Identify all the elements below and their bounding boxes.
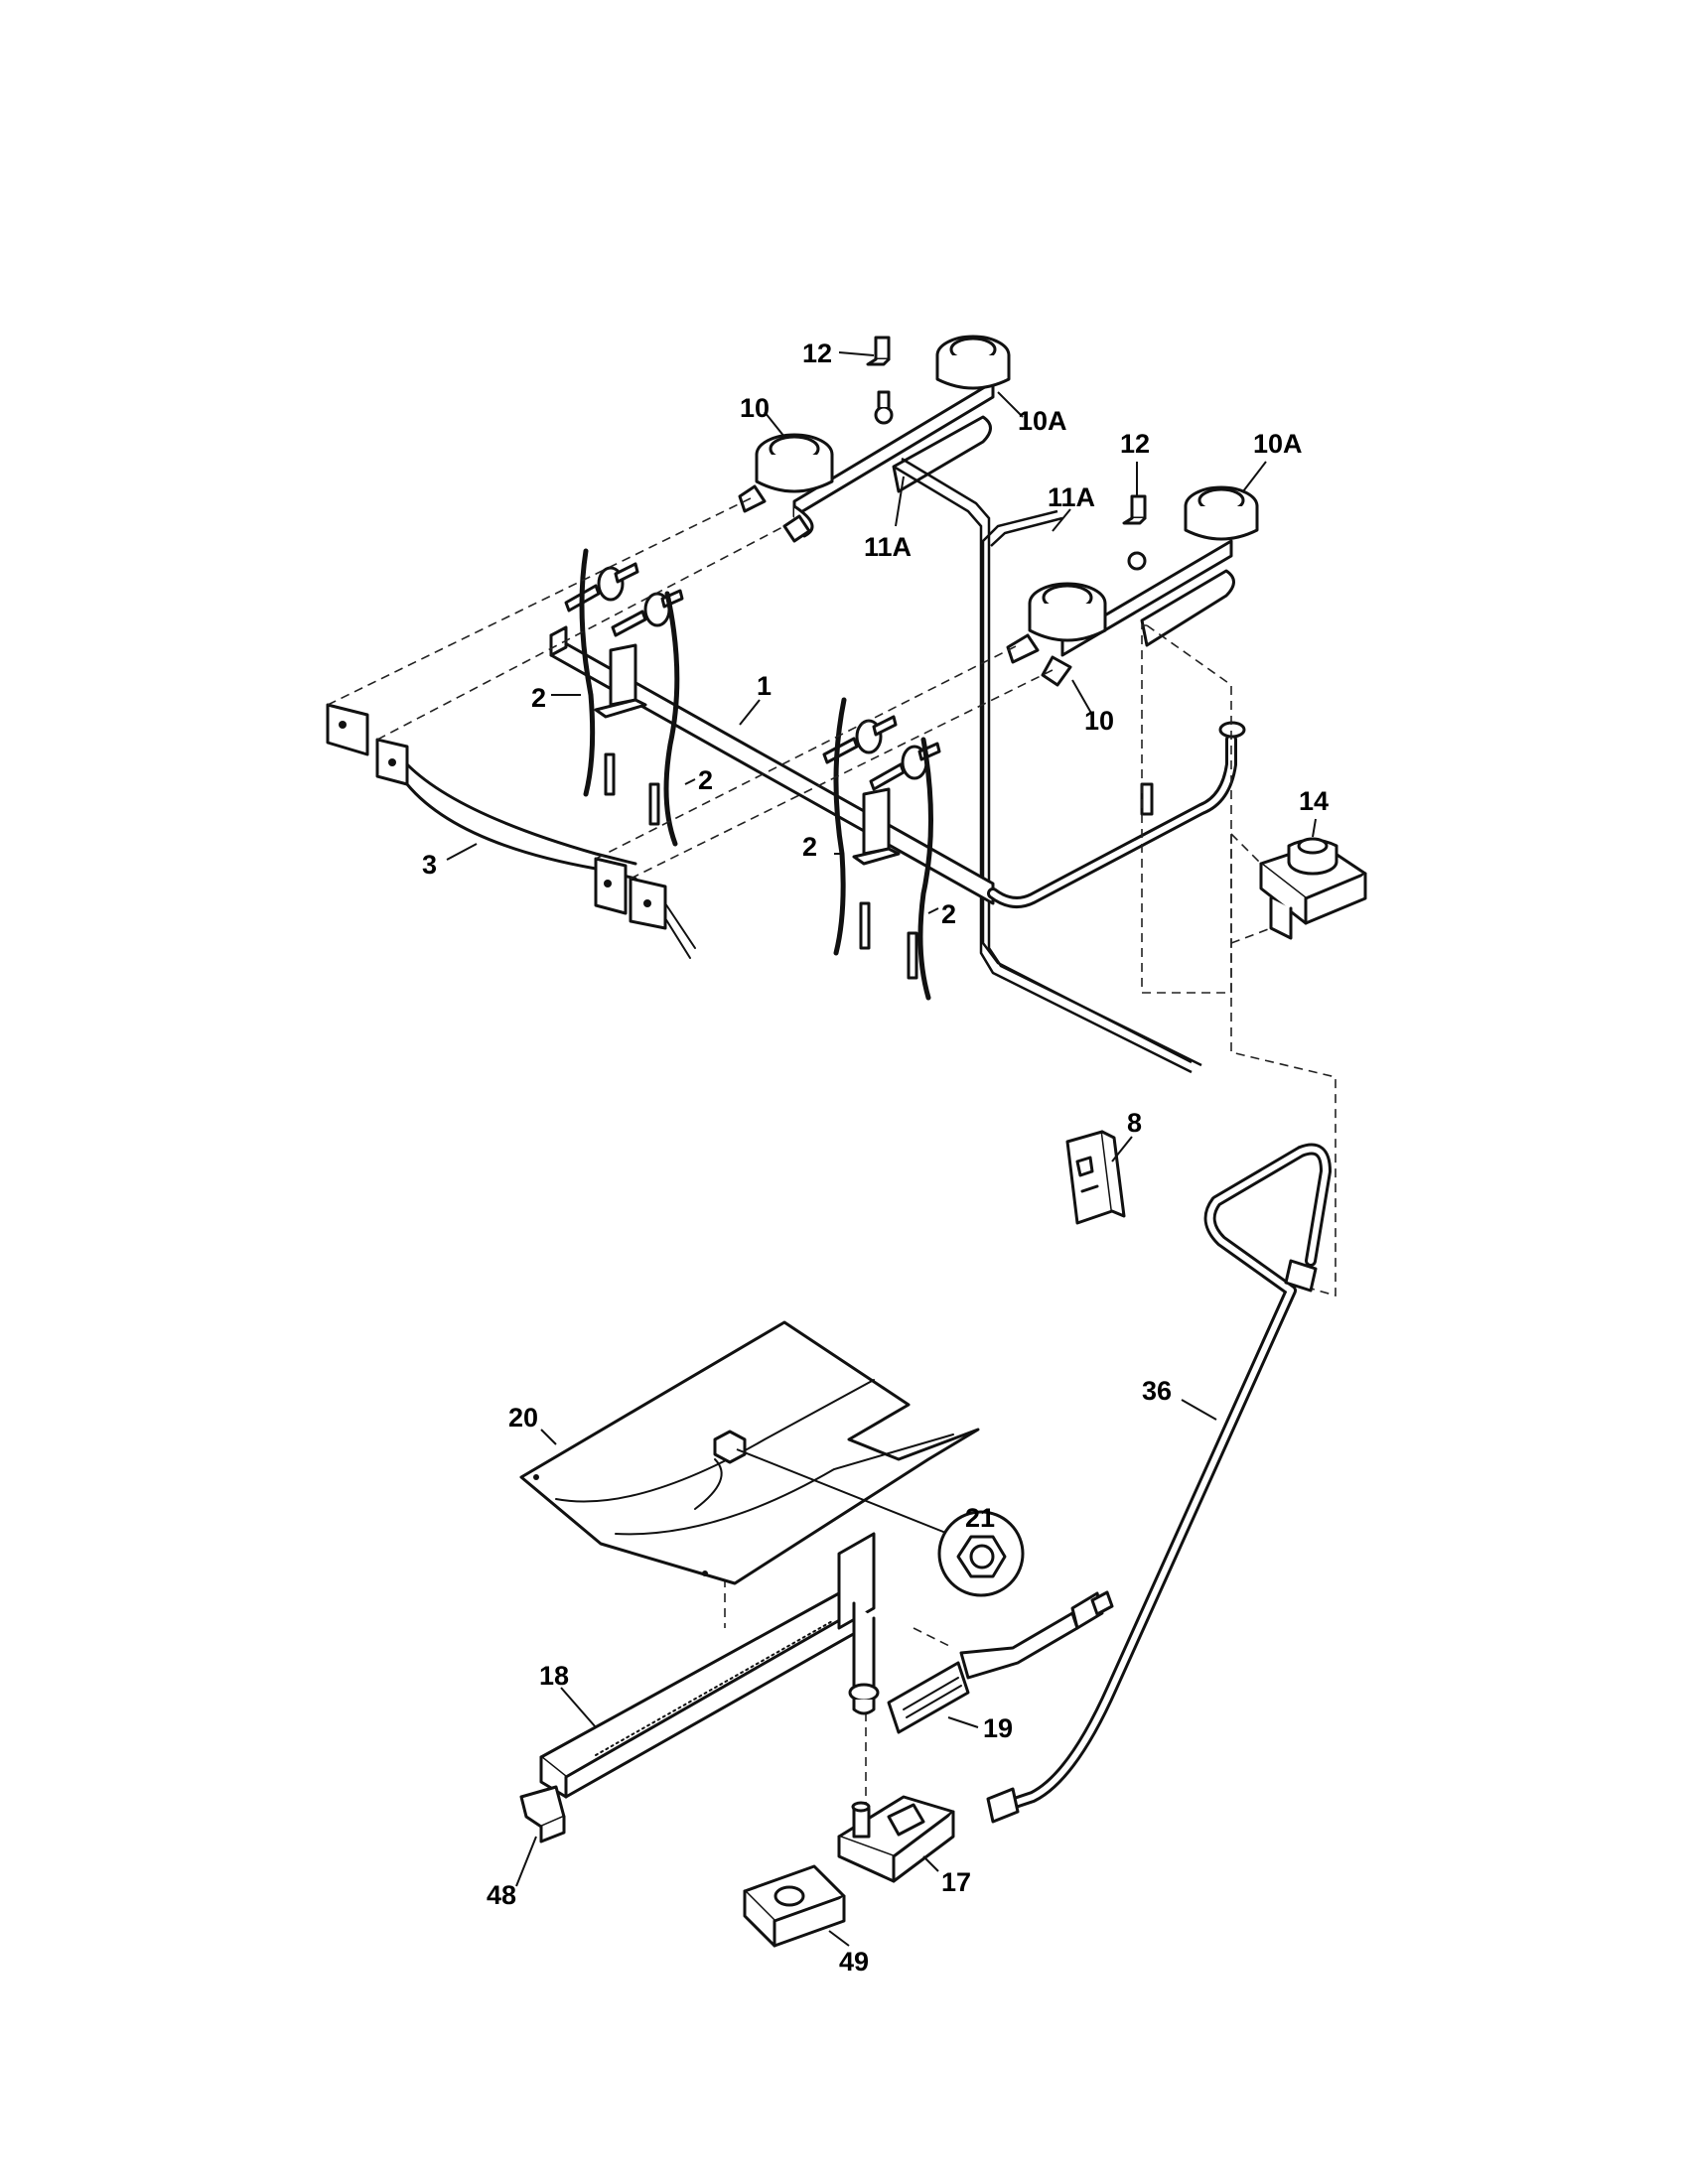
alignment-lines [327, 495, 1336, 1837]
callout-2-c: 2 [802, 832, 817, 862]
pressure-regulator [1259, 837, 1367, 940]
callout-labels: 12 10 10A 11A 11A 12 10A 10 1 2 2 2 2 3 … [422, 339, 1329, 1977]
callout-11A-left: 11A [864, 532, 912, 562]
callout-1: 1 [757, 671, 772, 701]
manifold-bracket-left [594, 643, 647, 719]
callout-20: 20 [508, 1403, 538, 1433]
gas-line [986, 1143, 1332, 1824]
callout-12-left: 12 [802, 339, 832, 368]
callout-19: 19 [983, 1713, 1013, 1743]
spark-module [1065, 1130, 1126, 1225]
callout-10A-right: 10A [1253, 429, 1303, 459]
oven-burner-tube [539, 1532, 880, 1799]
burner-bracket [519, 1785, 566, 1843]
burner-bracket-left [866, 336, 891, 366]
callout-11A-right: 11A [1048, 482, 1095, 512]
hex-nut [713, 1430, 1025, 1597]
oven-safety-valve [837, 1795, 955, 1883]
callout-8: 8 [1127, 1108, 1142, 1138]
valve-right-b [869, 742, 941, 791]
burner-assembly-left [738, 335, 1011, 543]
callout-2-a: 2 [531, 683, 546, 713]
callout-36: 36 [1142, 1376, 1172, 1406]
callout-49: 49 [839, 1947, 869, 1977]
callout-18: 18 [539, 1661, 569, 1691]
callout-10-top: 10 [740, 393, 770, 423]
callout-21: 21 [965, 1503, 995, 1533]
burner-assembly-right [1006, 485, 1259, 687]
manifold-bracket-right [852, 787, 901, 866]
callout-48: 48 [487, 1880, 516, 1910]
mounting-bracket [326, 703, 696, 959]
valve-shield [743, 1864, 846, 1948]
callout-12-right: 12 [1120, 429, 1150, 459]
callout-leaders [446, 351, 1317, 1947]
callout-2-d: 2 [941, 899, 956, 929]
oven-igniter [887, 1590, 1114, 1734]
burner-bracket-right [1122, 494, 1147, 525]
callout-17: 17 [941, 1867, 971, 1897]
screws [604, 752, 918, 980]
callout-2-b: 2 [698, 765, 713, 795]
callout-10-right: 10 [1084, 706, 1114, 736]
callout-14: 14 [1299, 786, 1329, 816]
tubing-11A [893, 457, 1202, 1074]
callout-3: 3 [422, 850, 437, 880]
callout-10A-top: 10A [1018, 406, 1067, 436]
heat-shield [519, 1320, 980, 1585]
